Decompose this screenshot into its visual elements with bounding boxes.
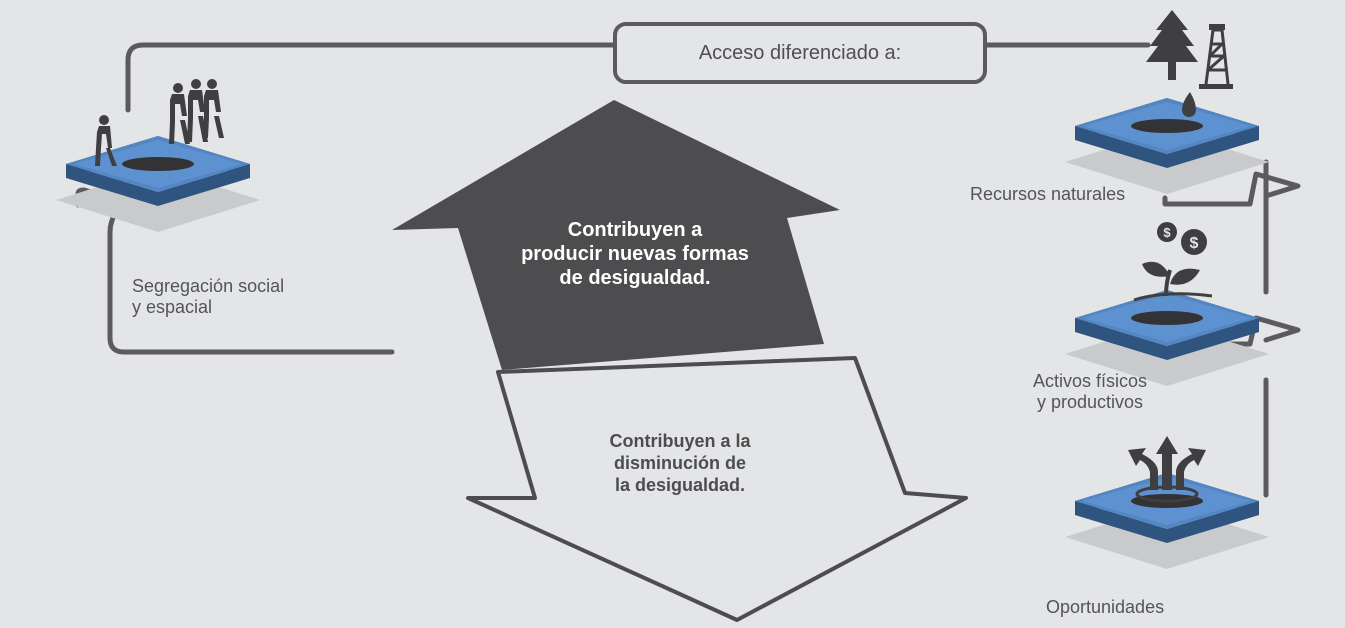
right-node-label-1: Recursos naturales [970, 184, 1126, 204]
tree-oil-icon [1146, 10, 1233, 117]
up-arrow-label: Contribuyen a producir nuevas formas de … [521, 219, 749, 289]
money-plant-icon: $ $ [1133, 222, 1213, 302]
down-arrow [466, 356, 968, 622]
people-icon [95, 79, 224, 166]
down-arrow-label: Contribuyen a la disminución de la desig… [609, 431, 751, 495]
up-arrow [392, 100, 840, 370]
left-node-label: Segregación social y espacial [132, 276, 285, 317]
right-node-label-3: Oportunidades [1046, 597, 1165, 617]
connector-lines [75, 42, 1301, 498]
top-left-connector [125, 42, 616, 113]
access-banner: Acceso diferenciado a: [613, 22, 987, 84]
opportunity-arrows-icon [1128, 436, 1206, 503]
down-arrow-text: Contribuyen a la disminución de la desig… [570, 430, 790, 496]
svg-text:$: $ [1190, 235, 1199, 252]
svg-text:$: $ [1163, 225, 1171, 240]
left-loop-connector [75, 187, 395, 355]
up-arrow-text: Contribuyen a producir nuevas formas de … [470, 218, 800, 290]
right-loop-1 [1162, 171, 1301, 207]
access-label: Acceso diferenciado a: [698, 41, 902, 64]
right-platform-1 [1065, 98, 1269, 194]
right-node-label-2: Activos físicos y productivos [1032, 371, 1148, 412]
left-platform [56, 136, 260, 232]
